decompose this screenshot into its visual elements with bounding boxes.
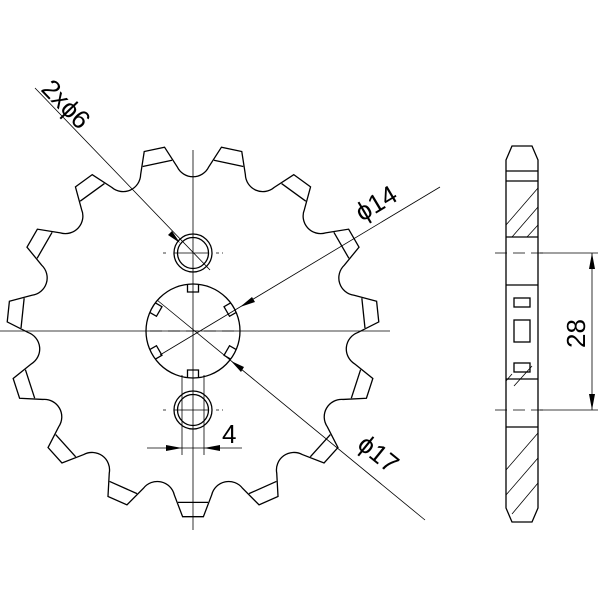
bolt-holes-label: 2xϕ6 <box>36 73 97 134</box>
hub-circle <box>145 283 241 379</box>
side-spline <box>513 362 531 373</box>
tooth-chamfer-line <box>55 434 77 458</box>
arrow-left <box>166 445 182 451</box>
front-view: 4 2xϕ6 ϕ14 ϕ17 <box>0 73 441 530</box>
inner-diameter-leader <box>159 186 441 356</box>
hub-splines <box>149 284 237 378</box>
tooth-chamfer-line <box>142 159 173 168</box>
tooth-chamfer-line <box>309 434 331 458</box>
bolt-spacing-label: 28 <box>561 319 591 348</box>
tooth-chamfer-line <box>20 298 25 329</box>
section-hatching <box>505 187 539 515</box>
arrow-right <box>204 445 220 451</box>
arrow-up <box>589 253 595 269</box>
side-outline <box>505 145 539 523</box>
side-spline <box>513 297 531 308</box>
outer-diameter-label: ϕ17 <box>352 428 405 479</box>
tooth-chamfer-line <box>333 232 350 259</box>
side-spline <box>513 319 531 343</box>
tooth-chamfer-line <box>213 159 244 168</box>
outer-diameter-leader <box>156 299 426 521</box>
tooth-chamfer-line <box>109 480 138 495</box>
tooth-chamfer-line <box>79 183 105 202</box>
tooth-chamfer-line <box>361 298 366 329</box>
tooth-chamfer-line <box>24 369 36 399</box>
tooth-chamfer-line <box>248 480 277 495</box>
tooth-chamfer-line <box>281 183 307 202</box>
sprocket-outline <box>6 146 380 518</box>
tooth-chamfer-line <box>36 232 53 259</box>
tooth-chamfers <box>20 159 366 503</box>
bolt-hole-leader <box>34 87 211 271</box>
inner-diameter-label: ϕ14 <box>350 179 403 227</box>
outer-diameter-arrow <box>231 361 244 372</box>
inner-diameter-arrow <box>240 297 255 307</box>
bolt-hole-arrow <box>168 231 180 243</box>
tooth-chamfer-line <box>350 369 362 399</box>
arrow-down <box>589 394 595 410</box>
spline-width-label: 4 <box>222 419 236 449</box>
side-view: 28 <box>495 145 598 523</box>
